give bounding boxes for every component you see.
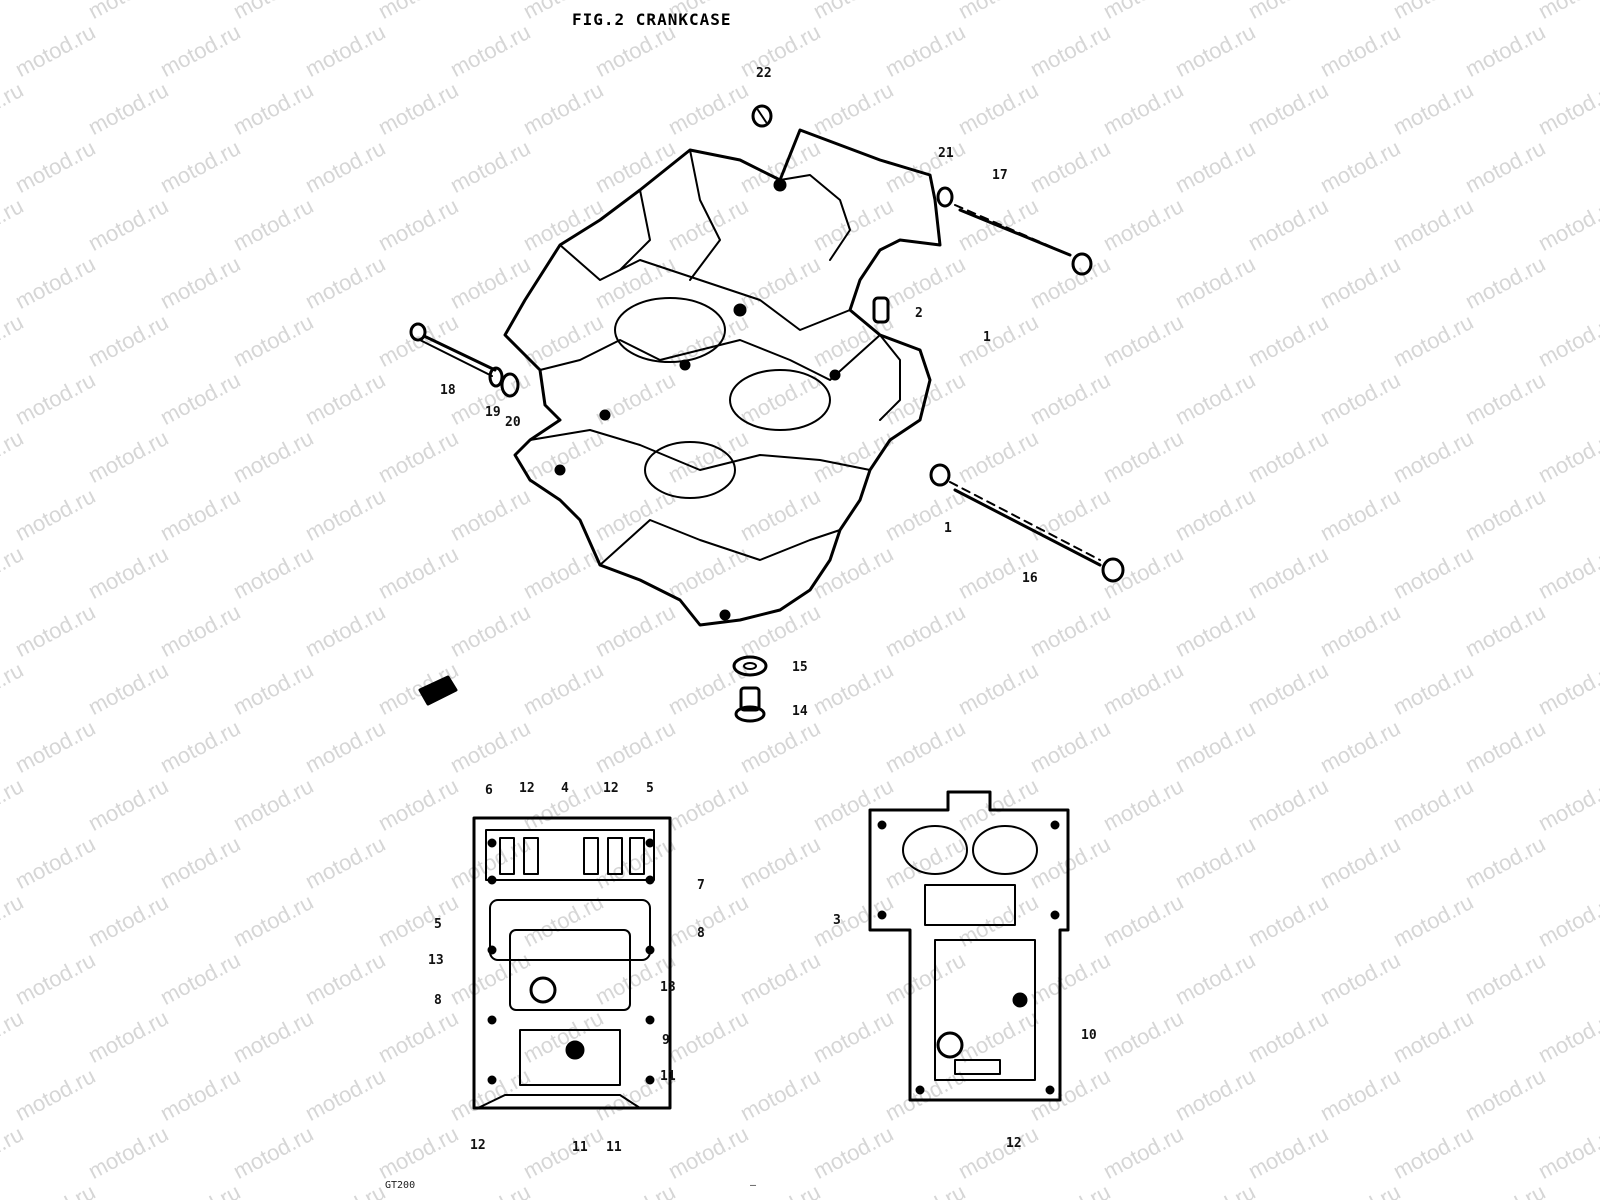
callout-13-right: 13	[660, 980, 676, 995]
callout-20: 20	[505, 415, 521, 430]
crankcase-assembly	[503, 128, 942, 627]
figure-title: FIG.2 CRANKCASE	[572, 10, 732, 29]
callout-8-right: 8	[697, 926, 705, 941]
callout-22: 22	[756, 66, 772, 81]
callout-5-top: 5	[646, 781, 654, 796]
callout-13-left: 13	[428, 953, 444, 968]
callout-12-right-view: 12	[1006, 1136, 1022, 1151]
callout-7: 7	[697, 878, 705, 893]
part-18-bolt	[409, 322, 520, 398]
callout-18: 18	[440, 383, 456, 398]
front-arrow-icon	[418, 675, 458, 706]
part-2-dowel-pin	[872, 296, 890, 324]
part-17-bolt	[936, 186, 1093, 276]
callout-9: 9	[662, 1033, 670, 1048]
callout-11-right: 11	[660, 1069, 676, 1084]
upper-crankcase-plan-view	[868, 790, 1070, 1102]
part-22-circlip	[751, 104, 773, 128]
callout-14: 14	[792, 704, 808, 719]
part-14-drain-plug	[734, 686, 766, 723]
callout-15: 15	[792, 660, 808, 675]
callout-4: 4	[561, 781, 569, 796]
callout-1-lower: 1	[944, 521, 952, 536]
part-15-gasket	[732, 655, 768, 677]
callout-16: 16	[1022, 571, 1038, 586]
page-label: —	[750, 1180, 757, 1191]
callout-1-upper: 1	[983, 330, 991, 345]
callout-11-bottom-right: 11	[606, 1140, 622, 1155]
callout-2: 2	[915, 306, 923, 321]
callout-11-bottom-left: 11	[572, 1140, 588, 1155]
callout-17: 17	[992, 168, 1008, 183]
callout-3: 3	[833, 913, 841, 928]
callout-12-top-left: 12	[519, 781, 535, 796]
model-label: GT200	[385, 1180, 416, 1191]
part-16-bolt	[929, 463, 1125, 583]
callout-6: 6	[485, 783, 493, 798]
callout-10: 10	[1081, 1028, 1097, 1043]
callout-5-left: 5	[434, 917, 442, 932]
callout-21: 21	[938, 146, 954, 161]
callout-19: 19	[485, 405, 501, 420]
lower-crankcase-plan-view	[472, 816, 672, 1110]
callout-8-left: 8	[434, 993, 442, 1008]
callout-12-top-right: 12	[603, 781, 619, 796]
callout-12-bottom: 12	[470, 1138, 486, 1153]
